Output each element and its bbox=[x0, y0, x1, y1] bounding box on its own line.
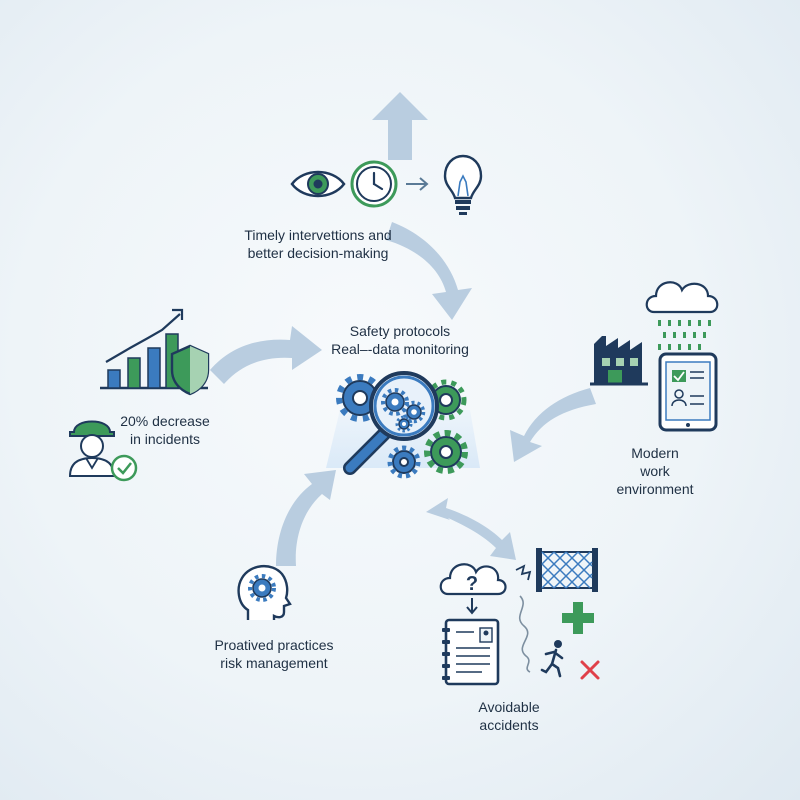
arrow-right-to-center bbox=[510, 388, 596, 462]
bottom-left-line-2: risk management bbox=[220, 655, 328, 671]
head-gear-icon bbox=[237, 565, 292, 620]
arrow-up-top bbox=[372, 92, 428, 160]
crack-icon bbox=[515, 564, 532, 581]
tablet-icon bbox=[658, 352, 718, 432]
gear-icon bbox=[402, 400, 426, 424]
gear-icon bbox=[381, 388, 409, 416]
red-x-icon bbox=[580, 660, 600, 680]
notebook-icon bbox=[442, 618, 500, 686]
right-line-3: environment bbox=[616, 481, 694, 497]
gear-icon bbox=[395, 415, 413, 433]
bottom-right-line-2: accidents bbox=[479, 717, 539, 733]
eye-icon bbox=[290, 170, 346, 198]
arrow-bottomright-bidirectional bbox=[426, 498, 516, 560]
running-person-icon bbox=[540, 640, 564, 678]
first-aid-cross-icon bbox=[562, 602, 594, 634]
label-left: 20% decrease in incidents bbox=[110, 412, 220, 448]
growth-chart-icon bbox=[100, 308, 208, 390]
question-mark: ? bbox=[466, 573, 478, 595]
arrow-bottomleft-to-center bbox=[276, 470, 336, 566]
gear-icon bbox=[424, 430, 468, 474]
factory-icon bbox=[590, 336, 648, 386]
center-line-2: Real–-data monitoring bbox=[331, 341, 469, 357]
lightbulb-icon bbox=[443, 154, 483, 215]
left-line-1: 20% decrease bbox=[120, 413, 210, 429]
fence-icon bbox=[536, 548, 598, 592]
cloud-question-icon: ? bbox=[439, 563, 507, 615]
label-center: Safety protocols Real–-data monitoring bbox=[320, 322, 480, 358]
gear-icon bbox=[387, 445, 421, 479]
gears-cluster bbox=[336, 374, 468, 479]
magnifier-icon bbox=[343, 371, 439, 475]
clock-icon bbox=[350, 160, 398, 208]
label-right: Modern work environment bbox=[600, 444, 710, 498]
shield-icon bbox=[170, 344, 210, 396]
center-line-1: Safety protocols bbox=[349, 323, 451, 339]
label-bottom-left: Proatived practices risk management bbox=[194, 636, 354, 672]
arrow-left-to-center bbox=[210, 326, 322, 384]
label-bottom-right: Avoidable accidents bbox=[454, 698, 564, 734]
right-line-1: Modern bbox=[631, 445, 679, 461]
flow-arrows bbox=[210, 92, 596, 566]
checkmark-icon bbox=[110, 454, 138, 482]
left-line-2: in incidents bbox=[129, 431, 201, 447]
bottom-left-line-1: Proatived practices bbox=[214, 637, 334, 653]
arrow-right-icon bbox=[406, 177, 429, 191]
right-line-2: work bbox=[640, 463, 670, 479]
worker-icon bbox=[68, 420, 116, 477]
bottom-right-line-1: Avoidable bbox=[478, 699, 540, 715]
wavy-path-icon bbox=[518, 595, 531, 673]
cloud-rain-icon bbox=[645, 281, 719, 350]
top-line-2: better decision-making bbox=[247, 245, 389, 261]
arrow-top-to-center bbox=[386, 222, 472, 320]
label-top: Timely intervettions and better decision… bbox=[228, 226, 408, 262]
top-line-1: Timely intervettions and bbox=[244, 227, 392, 243]
